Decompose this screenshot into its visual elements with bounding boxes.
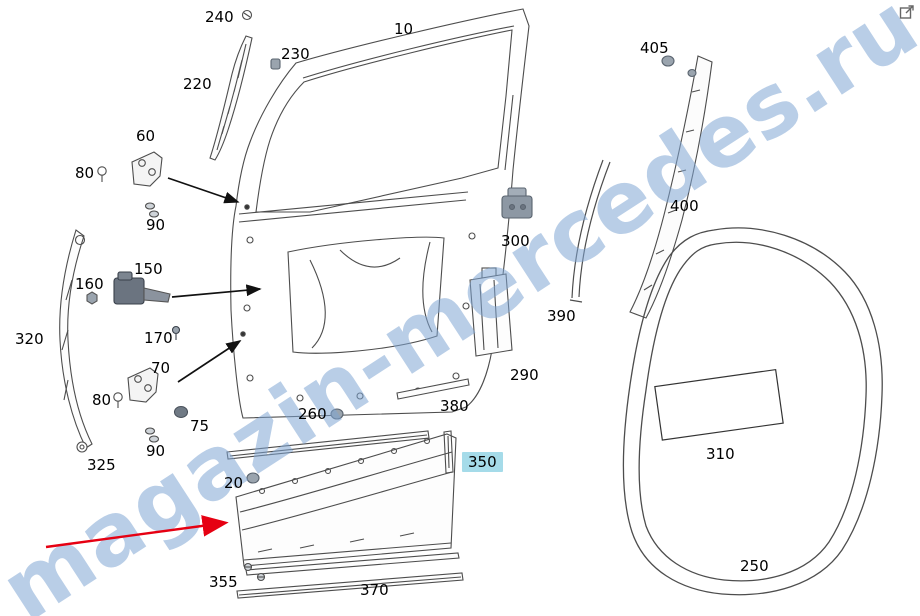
quarter-seal-drawing [622, 227, 883, 596]
door-lock-drawing [501, 187, 533, 219]
lower-hinge-drawing [113, 367, 189, 443]
part-label-405[interactable]: 405 [640, 39, 669, 57]
door-check-strap-drawing [86, 271, 181, 340]
part-label-90-lower[interactable]: 90 [146, 442, 166, 460]
door-inner-panel-drawing [230, 8, 530, 419]
part-label-150[interactable]: 150 [134, 260, 163, 278]
right-pillar-cover-drawing [629, 55, 713, 319]
part-label-325[interactable]: 325 [87, 456, 116, 474]
part-label-220[interactable]: 220 [183, 75, 212, 93]
part-label-20[interactable]: 20 [224, 474, 244, 492]
latch-carrier-drawing [469, 267, 513, 357]
upper-hinge-drawing [97, 151, 163, 218]
part-label-160[interactable]: 160 [75, 275, 104, 293]
part-label-300[interactable]: 300 [501, 232, 530, 250]
part-label-10[interactable]: 10 [394, 20, 414, 38]
part-label-230[interactable]: 230 [281, 45, 310, 63]
part-label-370[interactable]: 370 [360, 581, 389, 599]
part-label-355[interactable]: 355 [209, 573, 238, 591]
part-label-380[interactable]: 380 [440, 397, 469, 415]
part-label-80-lower[interactable]: 80 [92, 391, 112, 409]
part-label-170[interactable]: 170 [144, 329, 173, 347]
belt-moldings-drawing [226, 378, 470, 484]
open-in-new-window-icon[interactable] [898, 3, 916, 21]
part-label-390[interactable]: 390 [547, 307, 576, 325]
leader-arrows [167, 177, 262, 383]
part-label-80-upper[interactable]: 80 [75, 164, 95, 182]
part-label-90-upper[interactable]: 90 [146, 216, 166, 234]
part-label-290[interactable]: 290 [510, 366, 539, 384]
part-label-60[interactable]: 60 [136, 127, 156, 145]
part-label-350-selected[interactable]: 350 [462, 452, 503, 472]
part-label-310[interactable]: 310 [706, 445, 735, 463]
part-label-250[interactable]: 250 [740, 557, 769, 575]
sill-strips-drawing [236, 552, 464, 599]
door-outer-panel-drawing [235, 430, 457, 567]
left-seal-strip-drawing [59, 229, 93, 453]
part-label-240[interactable]: 240 [205, 8, 234, 26]
b-pillar-trim-drawing [209, 9, 281, 161]
part-label-320[interactable]: 320 [15, 330, 44, 348]
part-label-70[interactable]: 70 [151, 359, 171, 377]
part-label-400[interactable]: 400 [670, 197, 699, 215]
pillar-seal-drawing [569, 159, 611, 303]
part-label-260[interactable]: 260 [298, 405, 327, 423]
part-label-75[interactable]: 75 [190, 417, 210, 435]
